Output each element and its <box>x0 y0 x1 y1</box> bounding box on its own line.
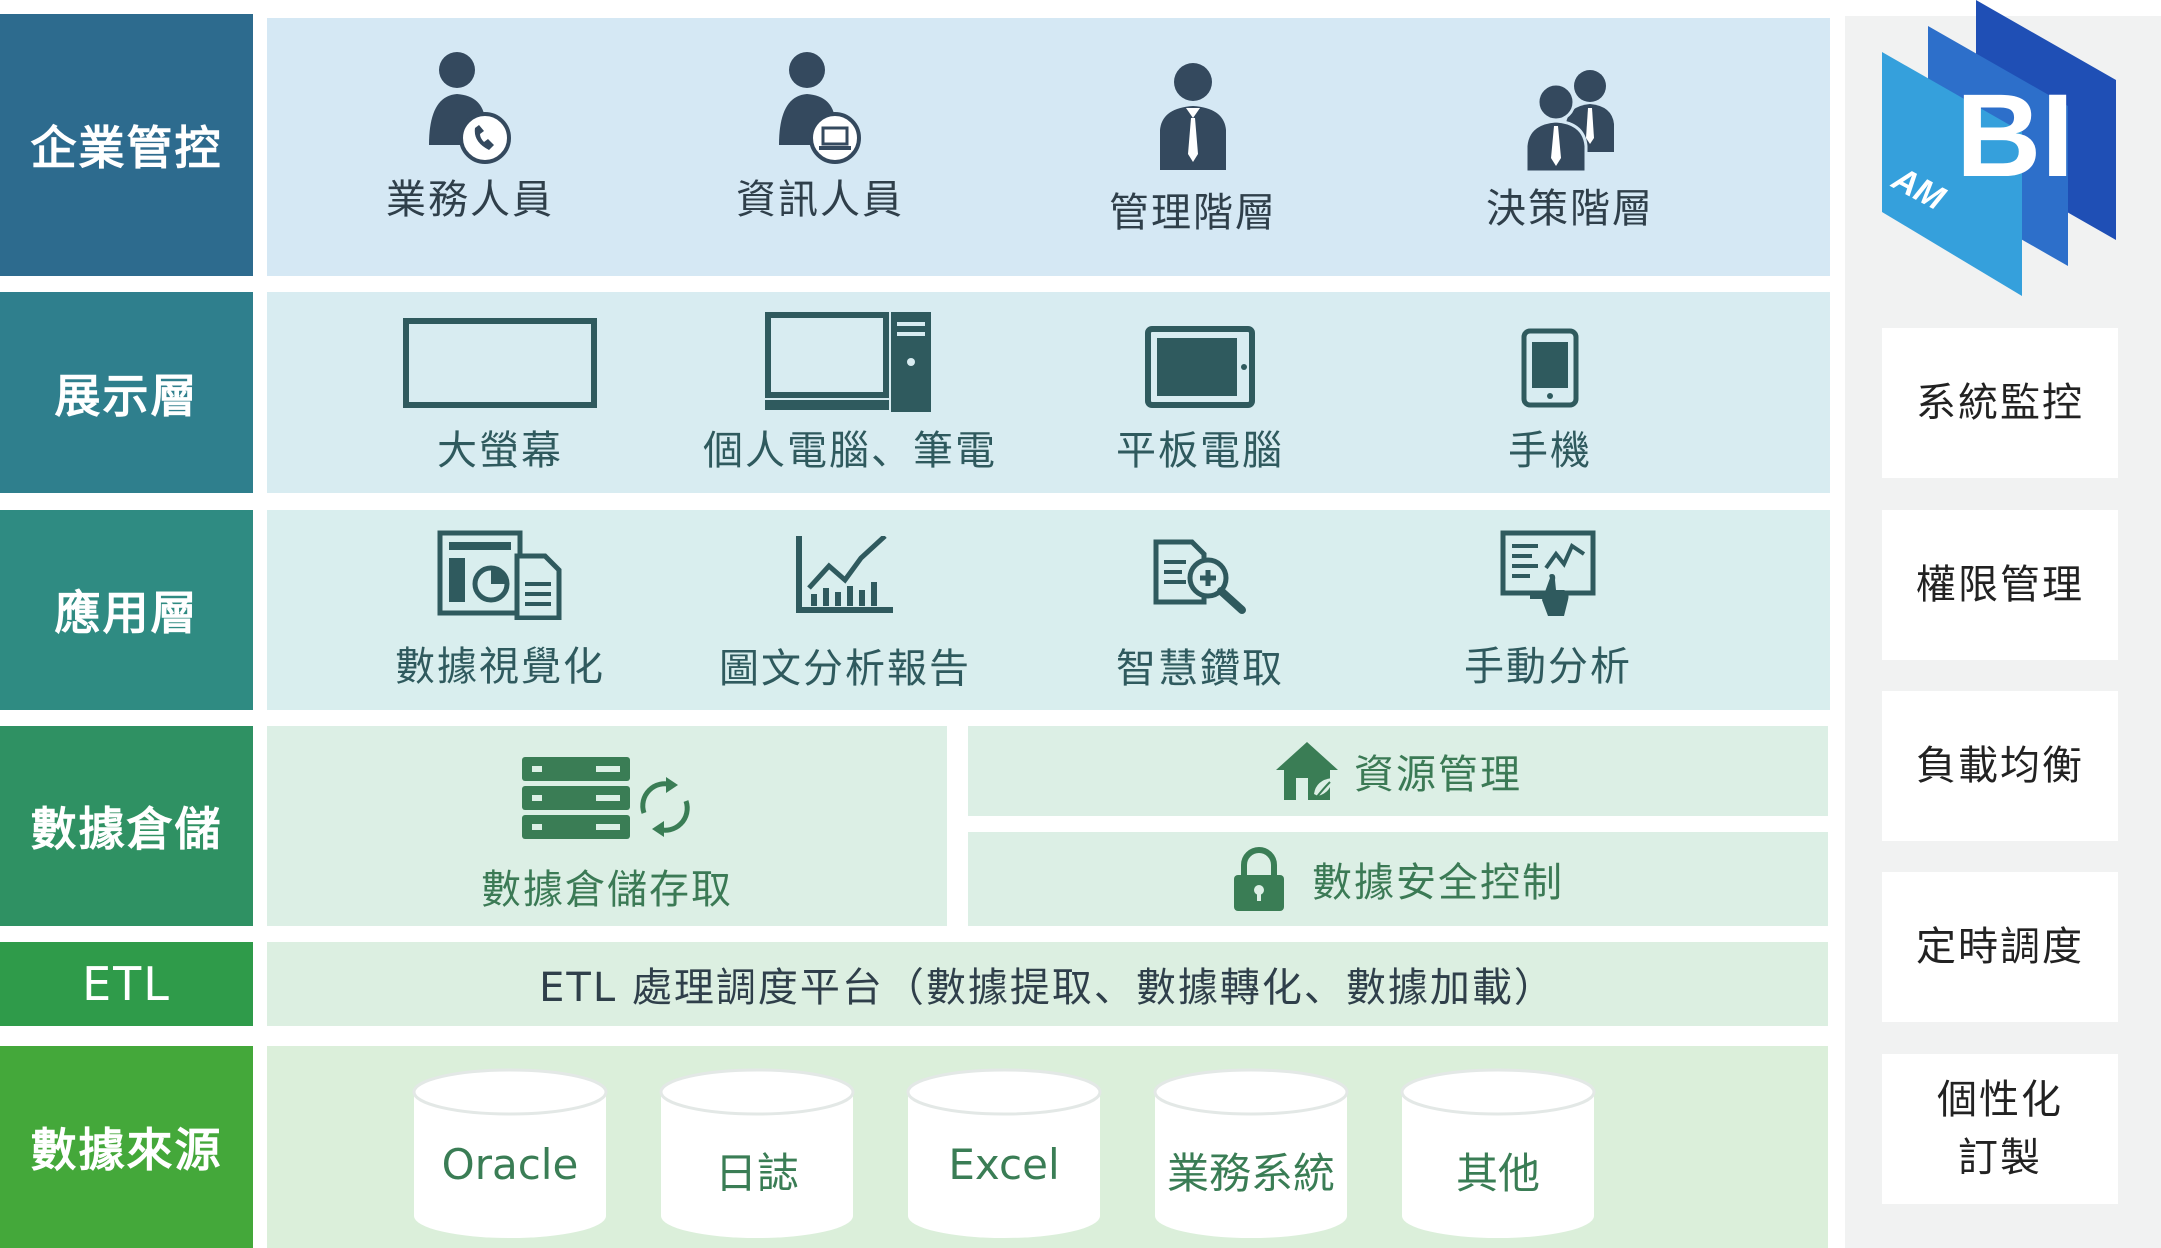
dashboard-document-icon <box>437 530 562 620</box>
warehouse-access-item: 數據倉儲存取 <box>481 755 733 915</box>
etl-text: ETL 處理調度平台（數據提取、數據轉化、數據加載） <box>539 965 1556 1011</box>
application-item-label: 數據視覺化 <box>395 644 605 690</box>
house-leaf-icon <box>1276 742 1338 800</box>
security-row: 數據安全控制 <box>968 832 1828 926</box>
person-phone-icon <box>429 52 511 164</box>
document-search-icon <box>1153 539 1246 614</box>
right-item-scheduling: 定時調度 <box>1882 872 2118 1022</box>
bi-logo: BI AM <box>1880 0 2120 300</box>
enterprise-item-label: 業務人員 <box>386 177 554 223</box>
application-item-label: 智慧鑽取 <box>1116 646 1284 692</box>
display-item-pc: 個人電腦、筆電 <box>703 312 997 476</box>
display-item-label: 平板電腦 <box>1116 428 1284 474</box>
display-item-label: 大螢幕 <box>437 428 563 474</box>
big-screen-icon <box>403 318 597 408</box>
application-item-label: 圖文分析報告 <box>719 646 971 692</box>
layer-label-enterprise: 企業管控 <box>0 14 253 276</box>
right-item-monitoring: 系統監控 <box>1882 328 2118 478</box>
source-label: 其他 <box>1455 1149 1540 1198</box>
source-cylinder-excel: Excel <box>904 1066 1104 1242</box>
source-cylinder-other: 其他 <box>1398 1066 1598 1242</box>
right-item-customization-line2: 訂製 <box>1958 1135 2042 1181</box>
tablet-icon <box>1145 326 1255 408</box>
layer-label-warehouse: 數據倉儲 <box>0 726 253 926</box>
security-label: 數據安全控制 <box>1312 860 1564 906</box>
source-cylinder-oracle: Oracle <box>410 1066 610 1242</box>
application-item-drill: 智慧鑽取 <box>1116 538 1284 694</box>
executives-icon <box>1524 70 1614 172</box>
layer-label-display: 展示層 <box>0 292 253 493</box>
etl-panel <box>267 942 1828 1026</box>
database-cylinder-icon <box>1400 1068 1596 1238</box>
database-cylinder-icon <box>659 1068 855 1238</box>
touch-monitor-icon <box>1500 530 1596 616</box>
enterprise-item-decision: 決策階層 <box>1486 68 1654 234</box>
database-cylinder-icon <box>412 1068 608 1238</box>
layer-label-application: 應用層 <box>0 510 253 710</box>
bi-logo-text: BI <box>1956 70 2074 202</box>
person-laptop-icon <box>779 52 861 164</box>
bar-chart-icon <box>796 536 893 613</box>
lock-icon <box>1234 847 1284 911</box>
application-item-report: 圖文分析報告 <box>719 536 971 694</box>
manager-icon <box>1160 63 1226 170</box>
warehouse-access-label: 數據倉儲存取 <box>481 867 733 913</box>
source-cylinder-log: 日誌 <box>657 1066 857 1242</box>
security-panel <box>968 832 1828 926</box>
application-item-visualization: 數據視覺化 <box>395 530 605 692</box>
server-sync-icon <box>522 757 690 839</box>
application-item-manual: 手動分析 <box>1464 530 1632 692</box>
source-cylinder-business: 業務系統 <box>1151 1066 1351 1242</box>
display-item-label: 手機 <box>1508 428 1592 474</box>
right-item-customization: 個性化 訂製 <box>1882 1054 2118 1204</box>
source-label: Excel <box>948 1140 1060 1189</box>
enterprise-item-label: 決策階層 <box>1486 186 1654 232</box>
resource-label: 資源管理 <box>1354 752 1522 798</box>
display-item-mobile: 手機 <box>1508 328 1592 476</box>
source-label: 業務系統 <box>1166 1149 1335 1198</box>
resource-panel <box>968 726 1828 816</box>
right-item-load-balancing: 負載均衡 <box>1882 691 2118 841</box>
application-item-label: 手動分析 <box>1464 644 1632 690</box>
right-item-permission: 權限管理 <box>1882 510 2118 660</box>
etl-row: ETL 處理調度平台（數據提取、數據轉化、數據加載） <box>267 942 1828 1026</box>
display-item-label: 個人電腦、筆電 <box>703 428 997 474</box>
enterprise-item-it: 資訊人員 <box>736 50 904 225</box>
mobile-phone-icon <box>1521 328 1579 408</box>
enterprise-item-label: 管理階層 <box>1109 190 1277 236</box>
desktop-pc-icon <box>765 312 931 412</box>
database-cylinder-icon <box>906 1068 1102 1238</box>
right-item-customization-line1: 個性化 <box>1937 1077 2063 1123</box>
enterprise-item-management: 管理階層 <box>1109 62 1277 238</box>
resource-row: 資源管理 <box>968 726 1828 816</box>
enterprise-item-label: 資訊人員 <box>736 177 904 223</box>
layer-label-source: 數據來源 <box>0 1046 253 1248</box>
source-label: 日誌 <box>714 1149 799 1198</box>
display-item-big-screen: 大螢幕 <box>403 318 597 476</box>
source-label: Oracle <box>441 1140 579 1189</box>
display-panel <box>267 292 1830 493</box>
enterprise-item-sales: 業務人員 <box>386 50 554 225</box>
layer-label-etl: ETL <box>0 942 253 1026</box>
database-cylinder-icon <box>1153 1068 1349 1238</box>
display-item-tablet: 平板電腦 <box>1116 326 1284 476</box>
bi-logo-icon: BI AM <box>1882 0 2116 296</box>
